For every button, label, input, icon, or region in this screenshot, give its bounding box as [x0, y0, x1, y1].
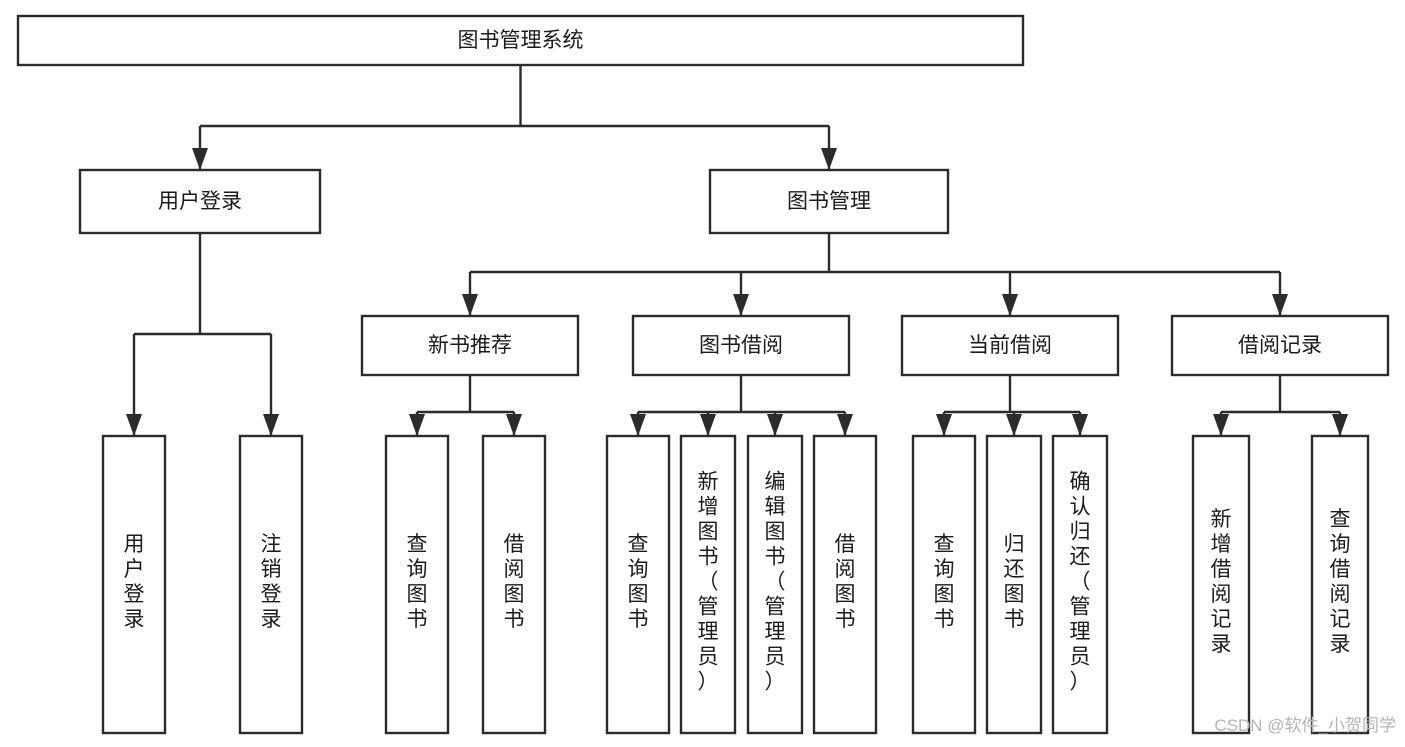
- node-box-book-borrow: [631, 314, 851, 377]
- connector-layer: [126, 65, 1348, 436]
- node-box-book-manage: [708, 168, 950, 235]
- arrow-down-icon-user-login-1: [263, 414, 279, 436]
- node-box-leaf-add-book-admin: [679, 434, 737, 735]
- node-label-leaf-query-book-current: 查询图书: [934, 533, 955, 631]
- node-user-login[interactable]: 用户登录: [78, 168, 322, 235]
- node-box-leaf-edit-book-admin: [746, 434, 804, 735]
- node-label-new-book-recommend: 新书推荐: [428, 334, 512, 357]
- arrow-down-icon-current-borrow-1: [1006, 414, 1022, 436]
- node-leaf-borrow-book-borrow[interactable]: 借阅图书: [812, 434, 878, 735]
- node-label-leaf-borrow-book-borrow: 借阅图书: [835, 533, 856, 631]
- node-leaf-edit-book-admin[interactable]: 编辑图书（管理员）: [746, 434, 804, 735]
- node-label-user-login: 用户登录: [158, 190, 242, 213]
- node-box-leaf-confirm-return-admin: [1051, 434, 1109, 735]
- node-leaf-query-borrow-record[interactable]: 查询借阅记录: [1310, 434, 1370, 735]
- node-box-borrow-record: [1170, 314, 1390, 377]
- node-box-leaf-add-borrow-record: [1191, 434, 1251, 735]
- node-label-leaf-confirm-return-admin: 确认归还（管理员）: [1070, 471, 1091, 694]
- node-label-leaf-edit-book-admin: 编辑图书（管理员）: [765, 471, 786, 694]
- arrow-down-icon-book-borrow-1: [700, 414, 716, 436]
- node-leaf-query-book-current[interactable]: 查询图书: [911, 434, 977, 735]
- arrow-down-icon-book-borrow-0: [630, 414, 646, 436]
- node-label-borrow-record: 借阅记录: [1238, 334, 1322, 357]
- node-box-leaf-user-login: [101, 434, 167, 735]
- node-label-leaf-query-book-borrow: 查询图书: [628, 533, 649, 631]
- node-leaf-borrow-book-recommend[interactable]: 借阅图书: [481, 434, 547, 735]
- node-book-borrow[interactable]: 图书借阅: [631, 314, 851, 377]
- node-new-book-recommend[interactable]: 新书推荐: [360, 314, 580, 377]
- node-box-leaf-query-book-recommend: [384, 434, 450, 735]
- node-layer: 图书管理系统用户登录图书管理新书推荐图书借阅当前借阅借阅记录用户登录注销登录查询…: [16, 14, 1390, 735]
- arrow-down-icon-current-borrow-2: [1072, 414, 1088, 436]
- node-leaf-add-book-admin[interactable]: 新增图书（管理员）: [679, 434, 737, 735]
- node-box-leaf-return-book: [985, 434, 1043, 735]
- arrow-down-icon-book-manage-1: [733, 294, 749, 316]
- node-leaf-user-login[interactable]: 用户登录: [101, 434, 167, 735]
- csdn-watermark: CSDN @软件_小贺同学: [1214, 716, 1396, 735]
- arrow-down-icon-current-borrow-0: [936, 414, 952, 436]
- node-label-leaf-add-book-admin: 新增图书（管理员）: [698, 471, 719, 694]
- node-label-leaf-logout-login: 注销登录: [261, 533, 282, 631]
- node-label-leaf-user-login: 用户登录: [124, 533, 145, 631]
- node-label-current-borrow: 当前借阅: [968, 334, 1052, 357]
- node-box-root: [16, 14, 1025, 67]
- node-label-leaf-query-book-recommend: 查询图书: [407, 533, 428, 631]
- node-book-manage[interactable]: 图书管理: [708, 168, 950, 235]
- arrow-down-icon-book-borrow-2: [767, 414, 783, 436]
- node-leaf-query-book-borrow[interactable]: 查询图书: [605, 434, 671, 735]
- node-box-leaf-query-book-current: [911, 434, 977, 735]
- arrow-down-icon-book-manage-0: [462, 294, 478, 316]
- node-box-leaf-borrow-book-recommend: [481, 434, 547, 735]
- node-box-leaf-borrow-book-borrow: [812, 434, 878, 735]
- node-leaf-query-book-recommend[interactable]: 查询图书: [384, 434, 450, 735]
- arrow-down-icon-borrow-record-1: [1332, 414, 1348, 436]
- arrow-down-icon-book-manage-3: [1272, 294, 1288, 316]
- node-label-book-borrow: 图书借阅: [699, 334, 783, 357]
- node-box-leaf-query-book-borrow: [605, 434, 671, 735]
- node-leaf-add-borrow-record[interactable]: 新增借阅记录: [1191, 434, 1251, 735]
- node-root[interactable]: 图书管理系统: [16, 14, 1025, 67]
- node-box-new-book-recommend: [360, 314, 580, 377]
- arrow-down-icon-new-book-recommend-0: [409, 414, 425, 436]
- node-leaf-logout-login[interactable]: 注销登录: [238, 434, 304, 735]
- arrow-down-icon-book-borrow-3: [837, 414, 853, 436]
- node-label-leaf-add-borrow-record: 新增借阅记录: [1211, 508, 1232, 656]
- node-label-leaf-borrow-book-recommend: 借阅图书: [504, 533, 525, 631]
- arrow-down-icon-book-manage-2: [1002, 294, 1018, 316]
- node-leaf-confirm-return-admin[interactable]: 确认归还（管理员）: [1051, 434, 1109, 735]
- arrow-down-icon-new-book-recommend-1: [506, 414, 522, 436]
- node-label-leaf-query-borrow-record: 查询借阅记录: [1330, 508, 1351, 656]
- arrow-down-icon-root-1: [821, 148, 837, 170]
- node-current-borrow[interactable]: 当前借阅: [900, 314, 1120, 377]
- node-label-book-manage: 图书管理: [787, 190, 871, 213]
- node-leaf-return-book[interactable]: 归还图书: [985, 434, 1043, 735]
- arrow-down-icon-user-login-0: [126, 414, 142, 436]
- node-box-current-borrow: [900, 314, 1120, 377]
- arrow-down-icon-borrow-record-0: [1213, 414, 1229, 436]
- node-box-leaf-query-borrow-record: [1310, 434, 1370, 735]
- node-box-leaf-logout-login: [238, 434, 304, 735]
- node-label-leaf-return-book: 归还图书: [1004, 533, 1025, 631]
- node-borrow-record[interactable]: 借阅记录: [1170, 314, 1390, 377]
- node-box-user-login: [78, 168, 322, 235]
- node-label-root: 图书管理系统: [458, 29, 584, 52]
- arrow-down-icon-root-0: [192, 148, 208, 170]
